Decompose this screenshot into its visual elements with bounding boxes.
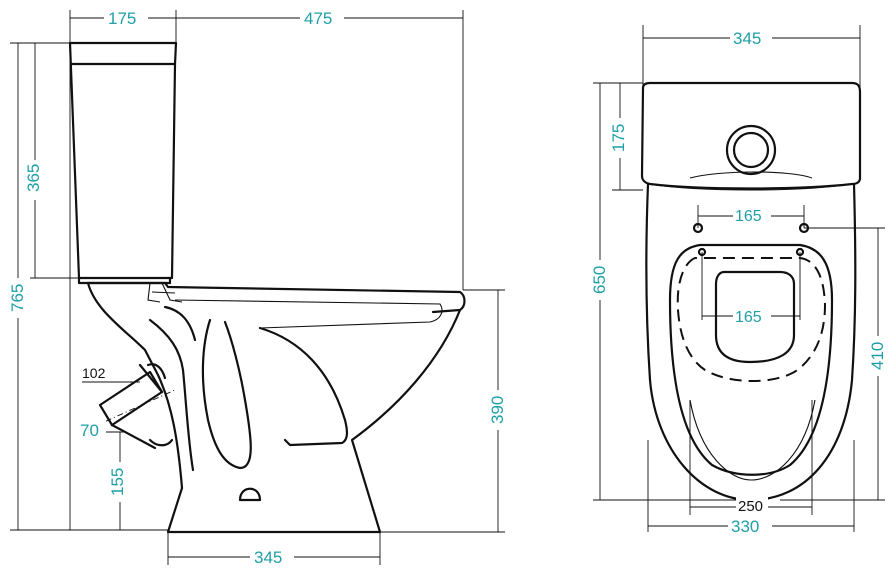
label-tank-height: 365 — [24, 164, 43, 192]
tank-bottom-edge — [647, 183, 853, 191]
label-outlet-height: 155 — [108, 468, 127, 496]
fixing-hole — [238, 487, 262, 502]
label-tank-width: 345 — [733, 29, 761, 48]
tank-contour — [689, 171, 813, 179]
flush-button-outer — [725, 124, 777, 176]
side-view: 175 475 365 765 390 102 70 155 345 — [6, 8, 508, 568]
bowl-seat — [668, 243, 834, 476]
flush-button-inner — [732, 131, 770, 169]
label-tank-front: 175 — [609, 124, 628, 152]
label-base-width: 250 — [738, 498, 763, 515]
bowl-opening — [714, 270, 796, 364]
bowl-front — [166, 308, 462, 534]
trapway-outer — [86, 281, 184, 490]
trapway-back — [148, 318, 195, 472]
bowl-rim — [86, 281, 466, 314]
weir — [163, 305, 197, 342]
bowl-inner-rim — [174, 299, 443, 329]
label-seat-holes-inner: 165 — [735, 309, 762, 326]
label-bowl-height: 390 — [488, 396, 507, 424]
bowl-outline-top — [645, 182, 857, 502]
bowl-lower — [689, 399, 816, 481]
label-seat-holes-top: 165 — [735, 208, 762, 225]
outlet-pipe-end — [110, 363, 164, 450]
label-bowl-width: 330 — [731, 517, 759, 536]
label-total-length: 650 — [590, 266, 609, 294]
label-outlet-axis: 70 — [80, 421, 99, 440]
outlet-collar — [146, 363, 174, 447]
label-total-depth: 475 — [304, 9, 332, 28]
bowl-cavity — [258, 326, 349, 447]
top-view: 345 175 650 165 165 410 250 330 — [588, 25, 888, 536]
label-total-height: 765 — [8, 284, 27, 312]
seat-dashed — [676, 257, 827, 382]
tank-top-outline — [640, 81, 862, 190]
label-bowl-length: 410 — [868, 342, 887, 370]
label-tank-depth: 175 — [108, 9, 136, 28]
trapway-inner — [201, 318, 252, 470]
label-base-length: 345 — [254, 548, 282, 567]
label-outlet-diameter: 102 — [82, 365, 106, 381]
tank-connector — [147, 282, 183, 303]
tank-outline — [68, 41, 178, 280]
